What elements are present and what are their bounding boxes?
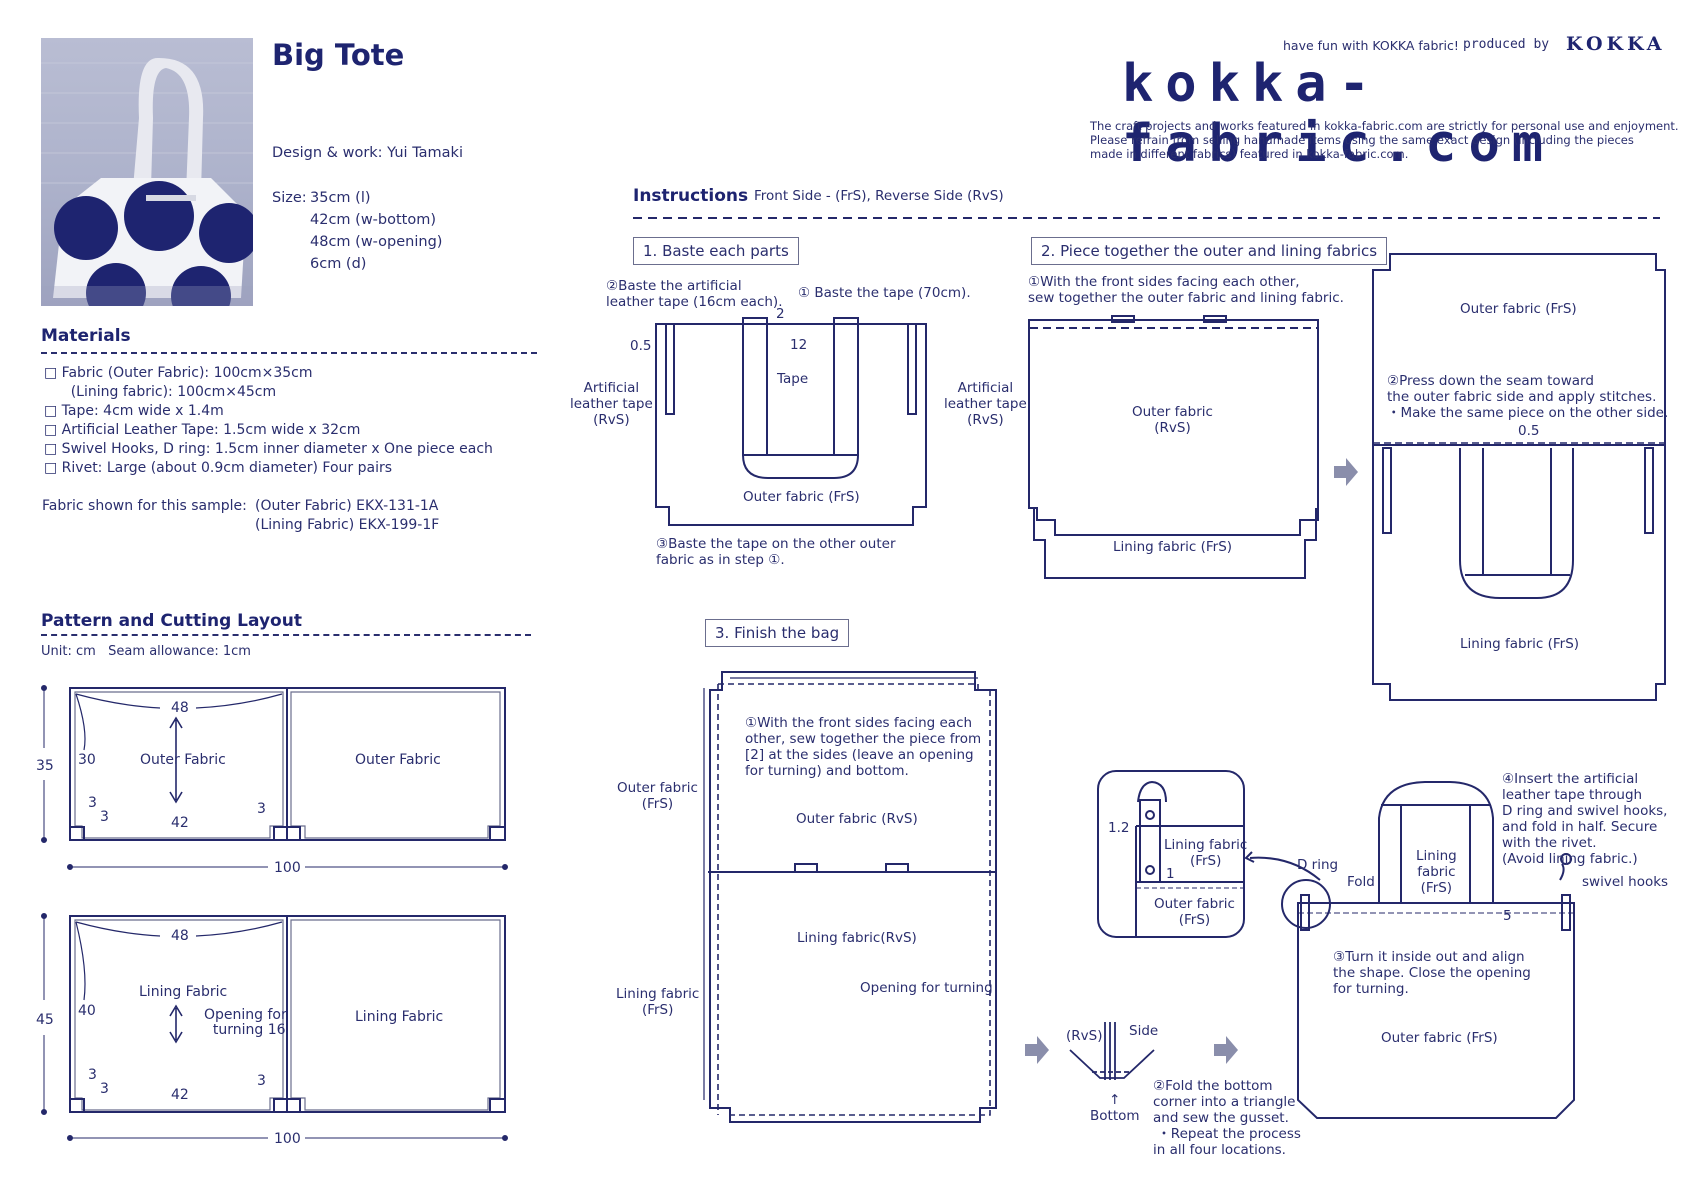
notice-line-2: Please refrain from selling handmade ite… bbox=[1090, 133, 1634, 147]
step1-dim-05: 0.5 bbox=[630, 338, 652, 354]
step3-outer-frs: Outer fabric (FrS) bbox=[617, 780, 698, 812]
material-item: □ Artificial Leather Tape: 1.5cm wide x … bbox=[44, 422, 361, 438]
step1-note2: ②Baste the artificial leather tape (16cm… bbox=[606, 278, 783, 310]
step3-lining-frs: Lining fabric (FrS) bbox=[616, 986, 700, 1018]
material-item: □ Rivet: Large (about 0.9cm diameter) Fo… bbox=[44, 460, 393, 476]
tagline: have fun with KOKKA fabric! bbox=[1283, 38, 1459, 53]
outer-top-width: 48 bbox=[171, 700, 189, 716]
notice-line-1: The craft projects and works featured in… bbox=[1090, 119, 1679, 133]
outer-corner-2: 3 bbox=[100, 809, 109, 825]
outer-corner-1: 3 bbox=[88, 795, 97, 811]
materials-divider bbox=[41, 352, 537, 354]
notice-line-3: made in different fabrics) featured in k… bbox=[1090, 147, 1409, 161]
final-bag-outline bbox=[1297, 902, 1575, 1119]
sample-outer: (Outer Fabric) EKX-131-1A bbox=[255, 498, 439, 514]
step2-dim-05: 0.5 bbox=[1518, 423, 1540, 439]
pattern-unit: Unit: cm Seam allowance: 1cm bbox=[41, 644, 251, 659]
step2-lining-frs: Lining fabric (FrS) bbox=[1113, 539, 1233, 555]
outer-height: 35 bbox=[36, 758, 54, 774]
step3-note2: ②Fold the bottom corner into a triangle … bbox=[1153, 1078, 1301, 1158]
size-width-bottom: 42cm (w-bottom) bbox=[310, 212, 437, 228]
step3-note1: ①With the front sides facing each other,… bbox=[745, 715, 982, 779]
dim-5: 5 bbox=[1503, 908, 1512, 924]
instructions-legend: Front Side - (FrS), Reverse Side (RvS) bbox=[754, 188, 1004, 204]
outer-bottom-width: 42 bbox=[171, 815, 189, 831]
step3-title: 3. Finish the bag bbox=[705, 619, 850, 647]
material-item: □ Fabric (Outer Fabric): 100cm×35cm bbox=[44, 365, 313, 381]
step2-note2: ②Press down the seam toward the outer fa… bbox=[1387, 373, 1669, 421]
step2-outer-rvs: Outer fabric (RvS) bbox=[1132, 404, 1213, 436]
gusset-bottom: ↑ Bottom bbox=[1090, 1092, 1140, 1124]
step1-dim-2: 2 bbox=[776, 306, 785, 322]
step3-note3: ③Turn it inside out and align the shape.… bbox=[1333, 949, 1531, 997]
bag-photo bbox=[41, 38, 253, 306]
bag-illustration bbox=[41, 57, 253, 306]
outer-total-width: 100 bbox=[274, 860, 301, 876]
size-width-opening: 48cm (w-opening) bbox=[310, 234, 443, 250]
step1-note3: ③Baste the tape on the other outer fabri… bbox=[656, 536, 896, 568]
step3-note4: ④Insert the artificial leather tape thro… bbox=[1502, 771, 1668, 867]
lining-label-right: Lining Fabric bbox=[355, 1009, 444, 1025]
step3-lining-rvs: Lining fabric(RvS) bbox=[797, 930, 917, 946]
lining-corner-1: 3 bbox=[88, 1067, 97, 1083]
step1-outer-label: Outer fabric (FrS) bbox=[743, 489, 860, 505]
detail-dim-1: 1 bbox=[1166, 866, 1175, 882]
step2-outer-frs: Outer fabric (FrS) bbox=[1460, 301, 1577, 317]
step2-title: 2. Piece together the outer and lining f… bbox=[1031, 237, 1388, 265]
detail-outer-label: Outer fabric (FrS) bbox=[1154, 896, 1235, 928]
lining-label-left: Lining Fabric bbox=[139, 984, 228, 1000]
outer-label-right: Outer Fabric bbox=[355, 752, 441, 768]
gusset-side: Side bbox=[1129, 1023, 1159, 1039]
swivel-hooks-label: swivel hooks bbox=[1582, 874, 1669, 890]
step2-combined-panel bbox=[1372, 253, 1666, 701]
step1-leather-left: Artificial leather tape (RvS) bbox=[570, 380, 653, 428]
produced-by-label: produced by bbox=[1463, 37, 1550, 52]
final-outer-label: Outer fabric (FrS) bbox=[1381, 1030, 1498, 1046]
pattern-heading: Pattern and Cutting Layout bbox=[41, 611, 302, 631]
lining-height: 45 bbox=[36, 1012, 54, 1028]
materials-heading: Materials bbox=[41, 326, 131, 346]
lining-opening: Opening for turning 16 bbox=[204, 1007, 287, 1038]
detail-dim-12: 1.2 bbox=[1108, 820, 1130, 836]
step1-tape-label: Tape bbox=[777, 371, 809, 387]
fold-label: Fold bbox=[1347, 874, 1375, 890]
size-length: 35cm (l) bbox=[310, 190, 371, 206]
step1-dim-12: 12 bbox=[790, 337, 808, 353]
lining-corner-3: 3 bbox=[257, 1073, 266, 1089]
step2-lining-frs2: Lining fabric (FrS) bbox=[1460, 636, 1580, 652]
sample-label: Fabric shown for this sample: bbox=[42, 498, 247, 514]
gusset-rvs: (RvS) bbox=[1066, 1028, 1103, 1044]
material-item: □ Swivel Hooks, D ring: 1.5cm inner diam… bbox=[44, 441, 493, 457]
lining-total-width: 100 bbox=[274, 1131, 301, 1147]
lining-top-width: 48 bbox=[171, 928, 189, 944]
material-item: (Lining fabric): 100cm×45cm bbox=[44, 384, 277, 400]
material-item: □ Tape: 4cm wide x 1.4m bbox=[44, 403, 224, 419]
step1-note1: ① Baste the tape (70cm). bbox=[798, 285, 971, 301]
size-label: Size: bbox=[272, 190, 307, 206]
step3-opening: Opening for turning bbox=[860, 980, 993, 996]
outer-side: 30 bbox=[78, 752, 96, 768]
site-logo[interactable]: kokka-fabric.com bbox=[1122, 54, 1556, 174]
outer-corner-3: 3 bbox=[257, 801, 266, 817]
instructions-heading: Instructions bbox=[633, 186, 749, 206]
size-depth: 6cm (d) bbox=[310, 256, 367, 272]
lining-corner-2: 3 bbox=[100, 1081, 109, 1097]
step3-outer-rvs: Outer fabric (RvS) bbox=[796, 811, 918, 827]
step1-leather-right: Artificial leather tape (RvS) bbox=[944, 380, 1027, 428]
designer-credit: Design & work: Yui Tamaki bbox=[272, 145, 463, 161]
d-ring-label: D ring bbox=[1297, 857, 1339, 873]
detail-lining-label: Lining fabric (FrS) bbox=[1164, 837, 1248, 869]
page-title: Big Tote bbox=[272, 38, 405, 72]
sample-lining: (Lining Fabric) EKX-199-1F bbox=[255, 517, 440, 533]
lining-bottom-width: 42 bbox=[171, 1087, 189, 1103]
lining-side: 40 bbox=[78, 1003, 96, 1019]
brand-logo: KOKKA bbox=[1566, 33, 1666, 55]
final-lining-label: Lining fabric (FrS) bbox=[1416, 848, 1457, 896]
step2-note1: ①With the front sides facing each other,… bbox=[1028, 274, 1344, 306]
outer-label-left: Outer Fabric bbox=[140, 752, 226, 768]
pattern-divider bbox=[41, 634, 531, 636]
step1-title: 1. Baste each parts bbox=[633, 237, 799, 265]
